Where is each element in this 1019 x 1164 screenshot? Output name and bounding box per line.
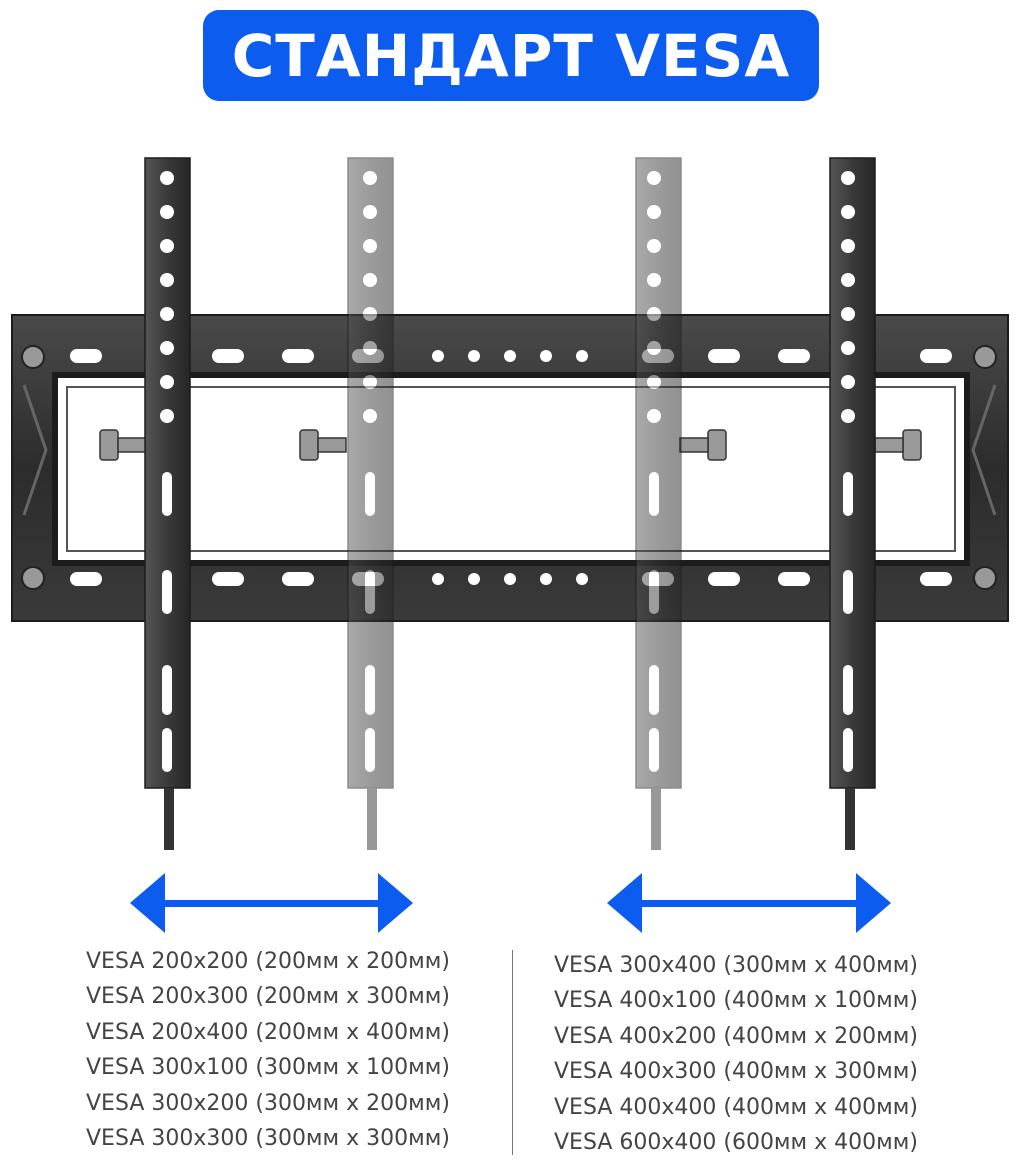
arm-right-solid bbox=[829, 157, 876, 850]
mount-arms bbox=[144, 157, 876, 850]
double-arrow-right-icon bbox=[607, 873, 891, 933]
vesa-spec-item: VESA 400x100 (400мм x 100мм) bbox=[554, 988, 918, 1014]
tv-mount-illustration bbox=[11, 157, 1009, 850]
vesa-spec-item: VESA 300x100 (300мм x 100мм) bbox=[86, 1055, 450, 1081]
vesa-list-right: VESA 300x400 (300мм x 400мм) VESA 400x10… bbox=[554, 948, 918, 1160]
vesa-spec-item: VESA 200x400 (200мм x 400мм) bbox=[86, 1019, 450, 1045]
vesa-spec-item: VESA 400x400 (400мм x 400мм) bbox=[554, 1094, 918, 1120]
arm-right-ghost bbox=[635, 157, 682, 850]
vesa-spec-item: VESA 200x300 (200мм x 300мм) bbox=[86, 984, 450, 1010]
arrows-area bbox=[130, 873, 891, 933]
vesa-spec-item: VESA 300x300 (300мм x 300мм) bbox=[86, 1125, 450, 1151]
page-title: СТАНДАРТ VESA bbox=[231, 21, 791, 90]
vesa-list-left: VESA 200x200 (200мм x 200мм) VESA 200x30… bbox=[86, 944, 450, 1156]
arm-left-solid bbox=[144, 157, 191, 850]
arm-left-ghost bbox=[347, 157, 394, 850]
double-arrow-left-icon bbox=[130, 873, 413, 933]
column-divider bbox=[512, 950, 513, 1155]
title-badge: СТАНДАРТ VESA bbox=[203, 10, 819, 101]
vesa-spec-item: VESA 200x200 (200мм x 200мм) bbox=[86, 949, 450, 974]
vesa-spec-item: VESA 300x400 (300мм x 400мм) bbox=[554, 953, 918, 978]
vesa-spec-item: VESA 300x200 (300мм x 200мм) bbox=[86, 1090, 450, 1116]
vesa-spec-item: VESA 400x200 (400мм x 200мм) bbox=[554, 1023, 918, 1049]
vesa-spec-item: VESA 400x300 (400мм x 300мм) bbox=[554, 1059, 918, 1085]
vesa-spec-item: VESA 600x400 (600мм x 400мм) bbox=[554, 1129, 918, 1155]
